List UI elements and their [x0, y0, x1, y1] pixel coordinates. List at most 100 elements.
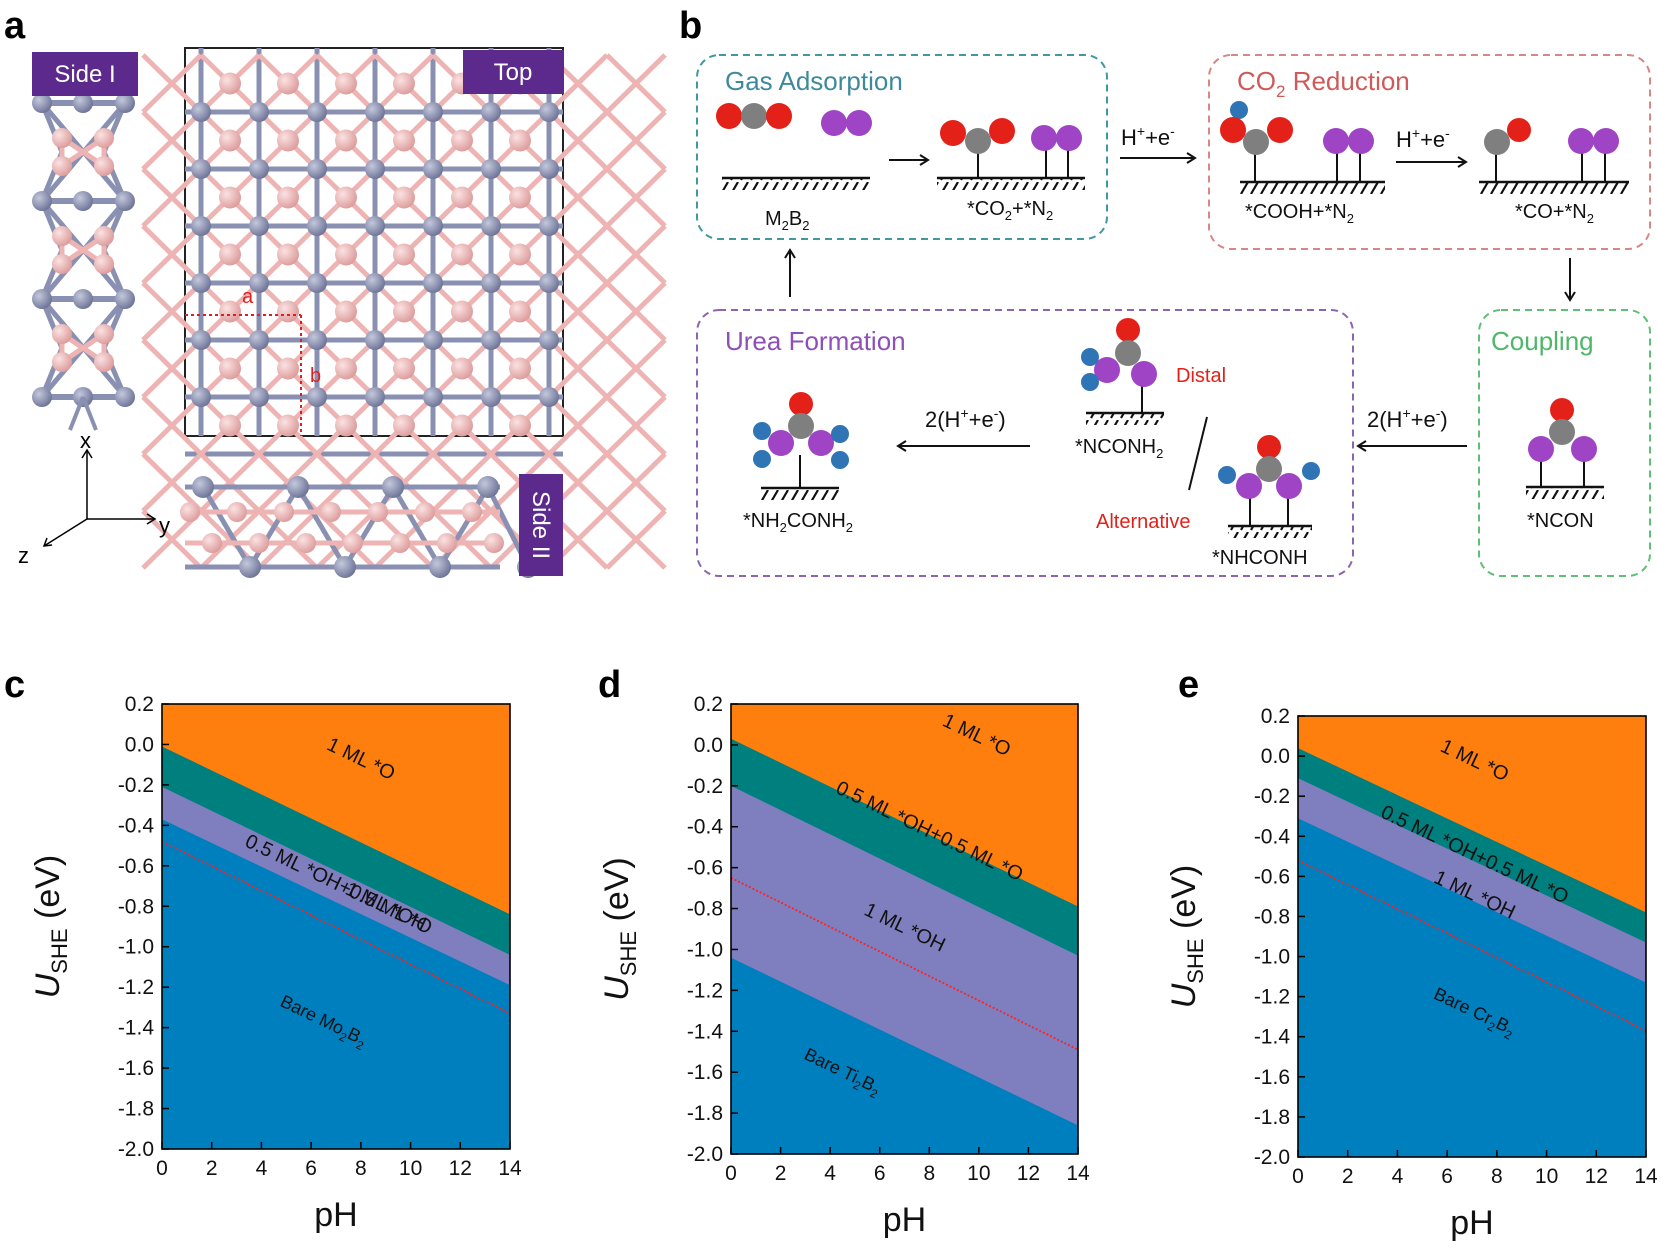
y-tick-label: -2.0: [1254, 1146, 1290, 1169]
step3-mid: +e: [1411, 407, 1436, 432]
step1-sup2: -: [1170, 123, 1175, 139]
step1-e: +e: [1145, 125, 1170, 150]
y-tick-label: 0.2: [1261, 705, 1290, 728]
step4-sup1: +: [960, 405, 968, 421]
x-tick-label: 14: [498, 1157, 522, 1180]
y-tick-label: -2.0: [687, 1143, 723, 1166]
y-tick-label: -1.4: [118, 1017, 155, 1040]
y-tick-label: -0.4: [687, 816, 724, 839]
co2-n2-label-sub1: 2: [1005, 208, 1012, 223]
y-tick-label: -1.6: [1254, 1066, 1290, 1089]
step1-h: H: [1121, 125, 1137, 150]
co2-n2-label-sub2: 2: [1046, 208, 1053, 223]
co2-reduction-title-sub: 2: [1276, 82, 1285, 101]
y-tick-label: -0.2: [1254, 785, 1290, 808]
plot-frame: [730, 703, 1079, 1155]
lattice-b-label: b: [310, 365, 321, 387]
x-tick-label: 12: [449, 1157, 472, 1180]
urea-formation-title: Urea Formation: [725, 326, 906, 356]
step4-sup2: -: [994, 405, 999, 421]
y-tick-label: -0.6: [118, 855, 154, 878]
gas-adsorption-title: Gas Adsorption: [725, 66, 903, 96]
panel-a-structure: a b Top Side I Side II x y z: [18, 47, 667, 578]
x-tick-label: 14: [1634, 1165, 1657, 1188]
y-tick-label: -1.0: [1254, 946, 1290, 969]
nconh2-label-sub: 2: [1156, 446, 1163, 461]
adsorbed-nhconh-alternative: [1218, 435, 1320, 538]
nh2conh2-label-sub1: 2: [780, 520, 787, 535]
adsorbed-urea: [753, 392, 849, 500]
y-tick-label: -0.4: [118, 814, 155, 837]
panel-letter-c: c: [4, 664, 25, 706]
x-tick-label: 8: [923, 1162, 935, 1185]
y-tick-label: -0.2: [118, 774, 154, 797]
x-axis-label: pH: [1450, 1204, 1493, 1242]
x-axis-label: pH: [314, 1196, 357, 1234]
chart-panel-c: 1 ML *O0.5 ML *OH+0.5 ML *O1 ML *OHBare …: [29, 693, 522, 1234]
cooh-n2-label: *COOH+*N2: [1245, 201, 1354, 226]
y-tick-label: 0.0: [1261, 745, 1290, 768]
x-tick-label: 12: [1585, 1165, 1608, 1188]
x-tick-label: 2: [1342, 1165, 1354, 1188]
y-tick-label: -1.2: [118, 976, 154, 999]
step2-sup2: -: [1445, 125, 1450, 141]
urea-formation-box: [696, 309, 1354, 577]
cooh-n2-label-sub: 2: [1347, 211, 1354, 226]
arrow-step1: [1120, 152, 1197, 164]
co2-reduction-title-a: CO: [1237, 66, 1276, 96]
axis-z-label: z: [18, 543, 29, 568]
y-tick-label: -0.2: [687, 775, 723, 798]
co-n2-label: *CO+*N2: [1515, 201, 1594, 226]
panel-letter-e: e: [1178, 664, 1199, 706]
arrow-up-to-gas: [784, 248, 796, 297]
y-tick-label: -1.2: [687, 979, 723, 1002]
y-tick-label: -1.0: [118, 936, 154, 959]
step3-open: 2(H: [1367, 407, 1402, 432]
cooh-n2-label-a: *COOH+*N: [1245, 201, 1347, 223]
step4-mid: +e: [969, 407, 994, 432]
nh2conh2-label: *NH2CONH2: [743, 510, 853, 535]
alternative-label: Alternative: [1096, 511, 1191, 533]
adsorbed-ncon: [1526, 398, 1604, 499]
x-tick-label: 2: [206, 1157, 218, 1180]
red-dotted-line: [1297, 859, 1647, 1032]
red-dotted-line: [730, 877, 1079, 1051]
y-tick-label: -1.2: [1254, 986, 1290, 1009]
x-tick-label: 10: [1535, 1165, 1558, 1188]
gas-adsorption-box: [696, 54, 1108, 240]
axis-x-label: x: [80, 428, 91, 453]
step3-sup1: +: [1402, 405, 1410, 421]
top-view: a b Top: [141, 47, 667, 570]
y-tick-label: -1.8: [118, 1098, 154, 1121]
y-axis-label-u: U: [1165, 983, 1203, 1008]
co-n2-label-sub: 2: [1587, 211, 1594, 226]
region-1ml-o: [1298, 716, 1646, 913]
red-dotted-line: [161, 840, 511, 1015]
step1-sup1: +: [1137, 123, 1145, 139]
slash-divider: [1188, 416, 1208, 491]
y-axis-label-unit: (eV): [598, 857, 636, 931]
y-axis-label-u: U: [29, 973, 67, 998]
m2b2-label: M2B2: [765, 208, 809, 233]
nh2conh2-label-sub2: 2: [846, 520, 853, 535]
y-tick-label: 0.0: [125, 733, 154, 756]
plot-frame: [161, 703, 511, 1150]
arrow-down-to-coupling: [1564, 258, 1576, 302]
free-n2-molecule: [821, 110, 872, 136]
coupling-title: Coupling: [1491, 326, 1594, 356]
x-tick-label: 10: [967, 1162, 990, 1185]
y-tick-label: -0.6: [1254, 865, 1290, 888]
step4-close: ): [998, 407, 1005, 432]
side-ii-view: Side II: [180, 474, 563, 578]
x-tick-label: 6: [305, 1157, 317, 1180]
side-i-label-bg: [32, 52, 138, 96]
step4-label: 2(H++e-): [925, 405, 1006, 432]
nconh2-label-a: *NCONH: [1075, 436, 1156, 458]
m2b2-label-a: M: [765, 208, 782, 230]
y-tick-label: -1.8: [1254, 1106, 1290, 1129]
co2-reduction-title-b: Reduction: [1285, 66, 1409, 96]
y-tick-label: 0.2: [694, 693, 723, 716]
x-tick-label: 4: [1392, 1165, 1404, 1188]
m2b2-label-sub1: 2: [782, 218, 789, 233]
y-axis-label-unit: (eV): [29, 855, 67, 929]
